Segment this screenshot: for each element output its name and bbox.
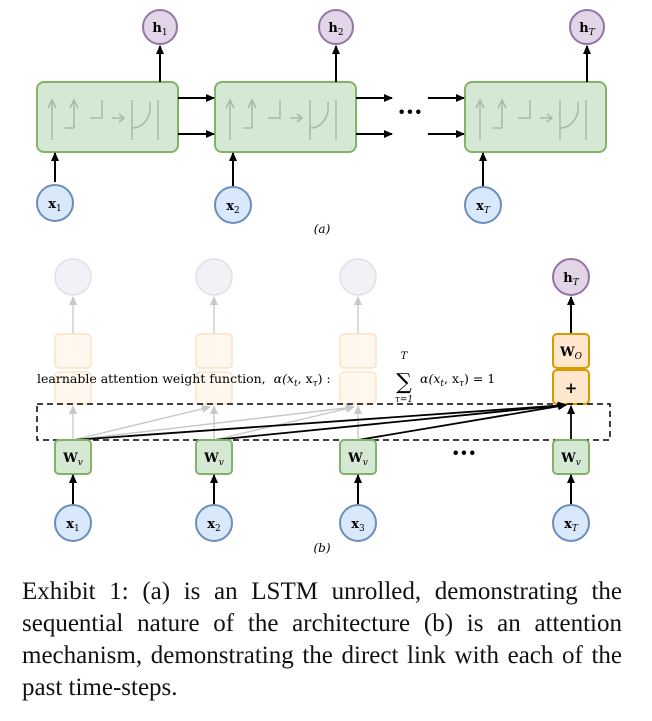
- attention-label: learnable attention weight function, α(x…: [37, 371, 331, 389]
- panel-b-label: (b): [313, 541, 330, 555]
- svg-text:xT: xT: [564, 517, 579, 534]
- sum-upper: T: [401, 351, 409, 362]
- svg-text:hT: hT: [563, 271, 579, 288]
- output-node-hT: hT: [569, 9, 605, 45]
- sum-symbol: ∑: [396, 370, 412, 395]
- panel-b: hT WO + learnable attention weight funct…: [36, 258, 611, 555]
- plus-box: +: [552, 369, 590, 405]
- svg-text:Wv: Wv: [347, 451, 368, 468]
- svg-text:hT: hT: [579, 21, 595, 38]
- ellipsis-b: ···: [451, 438, 476, 467]
- panel-a-label: (a): [314, 222, 331, 236]
- svg-text:x2: x2: [226, 199, 240, 216]
- svg-text:+: +: [565, 379, 578, 397]
- input-node-x1: x1: [36, 184, 74, 222]
- output-node-hT-b: hT: [552, 258, 590, 296]
- svg-text:Wv: Wv: [62, 451, 83, 468]
- svg-text:xT: xT: [476, 199, 491, 216]
- input-node-x2: x2: [214, 186, 252, 224]
- figure-caption: Exhibit 1: (a) is an LSTM unrolled, demo…: [22, 578, 622, 701]
- svg-text:h2: h2: [328, 21, 343, 38]
- attention-lines: [72, 401, 575, 441]
- output-node-h1: h1: [142, 9, 178, 45]
- lstm-cell-2: [214, 81, 357, 153]
- input-node-x3-b: x3: [339, 504, 377, 542]
- svg-text:x1: x1: [48, 197, 62, 214]
- wv-box-3: Wv: [339, 439, 377, 475]
- input-arrows-b: [69, 474, 575, 505]
- lstm-cell-3: [464, 81, 607, 153]
- figure: ··· h1 h2 hT x1 x2: [36, 9, 611, 555]
- svg-text:WO: WO: [559, 345, 583, 362]
- faded-outputs: [54, 258, 377, 296]
- lstm-cell-1: [36, 81, 179, 153]
- svg-text:Wv: Wv: [203, 451, 224, 468]
- input-node-xT: xT: [464, 186, 502, 224]
- wv-box-1: Wv: [54, 439, 92, 475]
- wo-box: WO: [552, 333, 590, 369]
- svg-text:x2: x2: [207, 517, 221, 534]
- svg-text:x1: x1: [66, 517, 80, 534]
- panel-a: ··· h1 h2 hT x1 x2: [36, 9, 607, 236]
- svg-text:h1: h1: [152, 21, 167, 38]
- input-node-x2-b: x2: [195, 504, 233, 542]
- attention-region: [36, 403, 611, 441]
- wv-box-T: Wv: [552, 439, 590, 475]
- formula-rhs: α(xt, xτ) = 1: [420, 371, 495, 389]
- sum-lower: τ=1: [395, 395, 413, 405]
- ellipsis-a: ···: [397, 97, 422, 126]
- input-node-xT-b: xT: [552, 504, 590, 542]
- wv-box-2: Wv: [195, 439, 233, 475]
- state-arrows: [178, 94, 465, 138]
- svg-text:x3: x3: [351, 517, 365, 534]
- input-node-x1-b: x1: [54, 504, 92, 542]
- gray-attention-lines: [72, 403, 355, 441]
- svg-text:Wv: Wv: [560, 451, 581, 468]
- output-node-h2: h2: [318, 9, 354, 45]
- vertical-arrows-a: [51, 45, 591, 186]
- faded-boxes: [54, 333, 377, 405]
